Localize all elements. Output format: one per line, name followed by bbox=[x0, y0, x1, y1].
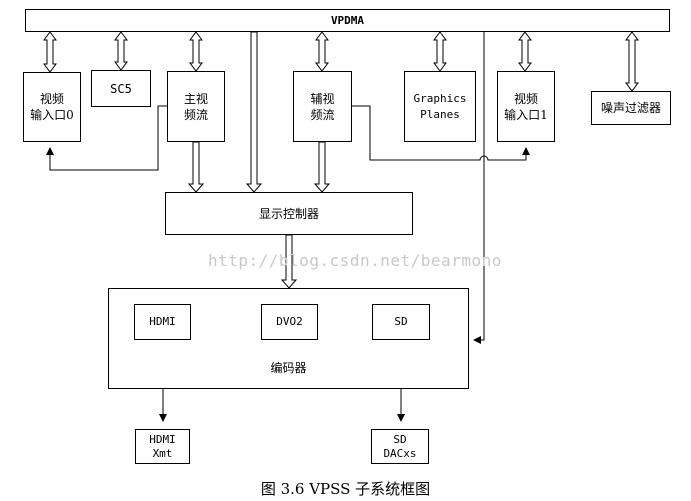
signal-lines bbox=[46, 32, 530, 422]
aux-video-stream-block: 辅视 频流 bbox=[293, 71, 352, 142]
hdmi-xmt-block: HDMI Xmt bbox=[135, 429, 190, 464]
noise-filter-block: 噪声过滤器 bbox=[591, 91, 671, 125]
sc5-block: SC5 bbox=[91, 70, 151, 107]
watermark-text: http://blog.csdn.net/bearmono bbox=[208, 251, 502, 270]
figure-caption: 图 3.6 VPSS 子系统框图 bbox=[260, 480, 431, 498]
bus-arrow-main-stream bbox=[189, 31, 203, 72]
dvo2-block: DVO2 bbox=[261, 304, 318, 340]
main-video-stream-block: 主视 频流 bbox=[167, 71, 225, 142]
controller-arrows bbox=[187, 31, 331, 289]
bus-arrow-sc5 bbox=[114, 31, 128, 71]
bus-arrow-graphics bbox=[433, 31, 447, 72]
video-input-1-block: 视频 输入口1 bbox=[497, 71, 555, 142]
bus-arrow-noise-filter bbox=[625, 31, 639, 92]
vpdma-bar: VPDMA bbox=[25, 9, 670, 32]
arrow-aux-to-controller bbox=[313, 141, 331, 193]
bus-arrow-video-in-0 bbox=[43, 31, 57, 73]
sd-block: SD bbox=[372, 304, 430, 340]
sd-dacs-block: SD DACxs bbox=[371, 429, 429, 464]
video-input-0-block: 视频 输入口0 bbox=[23, 72, 81, 142]
line-main-to-video-in-0 bbox=[46, 105, 168, 171]
arrow-main-to-controller bbox=[187, 141, 205, 193]
bus-arrows bbox=[43, 31, 639, 92]
line-vpdma-to-encoder bbox=[473, 32, 485, 344]
graphics-planes-block: Graphics Planes bbox=[404, 71, 476, 142]
line-aux-to-video-in-1 bbox=[352, 105, 530, 161]
hdmi-block: HDMI bbox=[134, 304, 191, 340]
display-controller-block: 显示控制器 bbox=[165, 192, 413, 235]
encoder-label: 编码器 bbox=[270, 361, 307, 375]
bus-arrow-aux-stream bbox=[315, 31, 329, 72]
bus-arrow-video-in-1 bbox=[518, 31, 532, 72]
arrow-vpdma-to-controller bbox=[245, 31, 263, 193]
arrow-controller-to-encoder bbox=[280, 234, 298, 289]
